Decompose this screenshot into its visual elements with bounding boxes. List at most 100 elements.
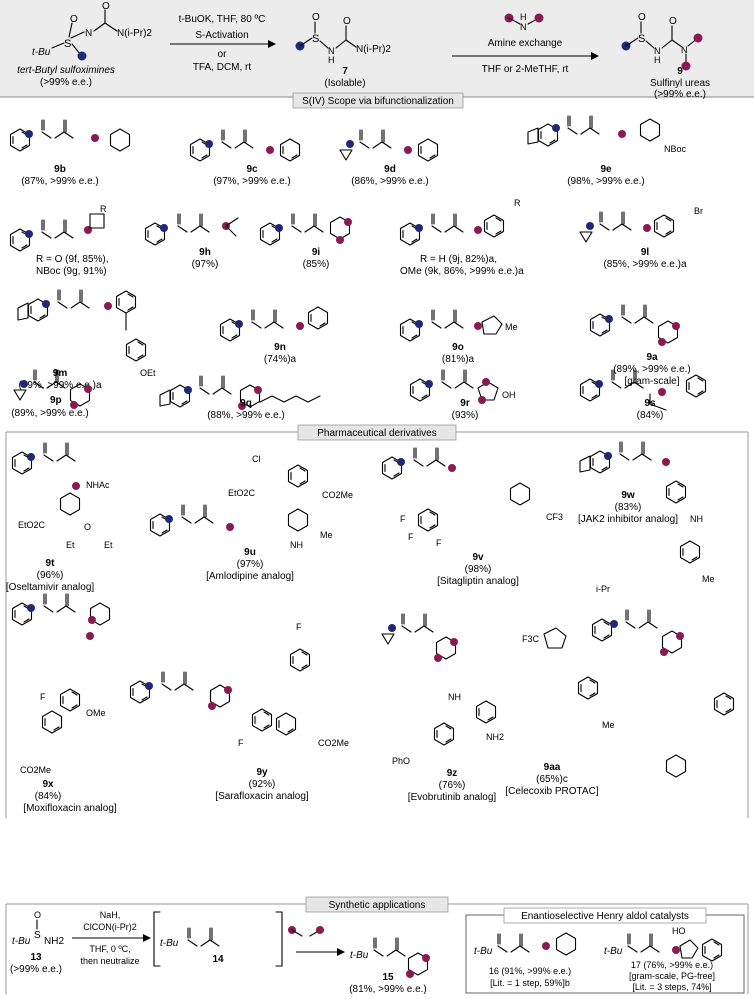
oxygen-label: O <box>34 910 41 920</box>
compound-9s-structure <box>579 369 707 411</box>
scope-banner-label: S(IV) Scope via bifunctionalization <box>302 96 454 107</box>
compound-9h-yield: (97%) <box>192 259 219 270</box>
synth-banner <box>305 896 449 913</box>
methyl-ester-label: CO2Me <box>318 738 349 748</box>
synth-cond-2: ClCON(i-Pr)2 <box>83 922 137 932</box>
compound-14-number-inline: 14 <box>222 942 232 952</box>
step2-conditions-top: Amine exchange <box>488 38 563 49</box>
compound-9t-yield: (96%) <box>37 570 64 581</box>
compound-9r-structure: OH <box>409 369 516 404</box>
amino-label: NH2 <box>486 732 504 742</box>
methyl-label: Me <box>602 720 615 730</box>
ether-oxygen-label: O <box>84 522 91 532</box>
compound-9aa-yield: (65%)c <box>536 774 568 785</box>
svg-text:9h: 9h <box>199 247 211 258</box>
pharma-banner <box>297 424 457 441</box>
fluorine-1-label: F <box>296 622 302 632</box>
oxygen-label: O <box>638 12 646 23</box>
compound-9m-yield: (79%, >99% e.e.)a <box>18 380 102 391</box>
compound-9z-note: [Evobrutinib analog] <box>408 792 497 803</box>
compound-9y-structure: F F CO2Me <box>129 622 349 748</box>
methyl-ester-label: CO2Me <box>322 490 353 500</box>
product-9: S O N H O N <box>621 12 703 71</box>
ethyl-left-label: Et <box>66 540 75 550</box>
compound-9p-yield: (89%, >99% e.e.) <box>11 408 89 419</box>
compound-9u-structure: Cl EtO2C CO2Me NH Me <box>149 454 353 550</box>
compound-9n-yield: (74%)a <box>264 354 297 365</box>
compound-9w-structure: NH i-Pr Me <box>579 441 715 594</box>
compound-9x-yield: (84%) <box>35 791 62 802</box>
step1-conditions-or: or <box>218 49 228 60</box>
svg-text:9d: 9d <box>384 164 396 175</box>
amine-reagent: N H <box>504 12 544 32</box>
compound-9aa-note: [Celecoxib PROTAC] <box>505 786 598 797</box>
compound-9v-structure: F F F CF3 <box>381 447 563 548</box>
svg-text:9m: 9m <box>53 368 68 379</box>
carbonyl-oxygen-label: O <box>343 16 351 27</box>
sulfur-label: S <box>34 930 41 941</box>
compound-9d-structure <box>339 129 439 162</box>
compound-9w-yield: (83%) <box>615 502 642 513</box>
compound-9z-yield: (76%) <box>439 780 466 791</box>
product-number: 9 <box>677 66 683 77</box>
bracket-left <box>153 911 161 967</box>
tbu-label: t-Bu <box>32 47 51 58</box>
compound-9o-yield: (81%)a <box>442 354 475 365</box>
compound-9y-yield: (92%) <box>249 779 276 790</box>
compound-9c-structure <box>189 129 301 162</box>
compound-9c-yield: (97%, >99% e.e.) <box>213 176 291 187</box>
ethyl-ester-label: EtO2C <box>228 488 256 498</box>
svg-text:9s: 9s <box>644 398 656 409</box>
svg-text:9l: 9l <box>641 247 650 258</box>
svg-text:9p: 9p <box>50 395 62 406</box>
intermediate-number: 7 <box>342 66 348 77</box>
nitrogen-label: N <box>85 28 92 39</box>
compound-9l-yield: (85%, >99% e.e.)a <box>603 259 687 270</box>
phenoxy-label: PhO <box>392 756 410 766</box>
start-caption: tert-Butyl sulfoximines <box>17 65 115 76</box>
pharma-banner-label: Pharmaceutical derivatives <box>317 428 437 439</box>
carbonyl-oxygen-label: O <box>669 16 677 27</box>
compound-14-number: 14 <box>212 954 224 965</box>
nhac-label: NHAc <box>86 480 110 490</box>
sulfur-label: S <box>312 33 319 45</box>
compound-9t-note: [Oseltamivir analog] <box>6 582 95 593</box>
product-ee: (>99% e.e.) <box>654 89 706 100</box>
compound-16-lit: [Lit. = 1 step, 59%]b <box>490 978 570 988</box>
methyl-label: Me <box>702 574 715 584</box>
svg-text:9r: 9r <box>460 398 470 409</box>
compound-9i-yield: (85%) <box>303 259 330 270</box>
hydrogen-label: H <box>328 55 335 65</box>
scope-banner <box>292 92 464 109</box>
sulfur-label: S <box>64 38 71 50</box>
compound-9b-structure <box>9 119 131 152</box>
compound-13-number: 13 <box>30 952 42 963</box>
compound-9b-yield: (87%, >99% e.e.) <box>21 176 99 187</box>
amine-reagent-2 <box>288 926 324 937</box>
compound-9e-structure: NBoc <box>527 115 687 154</box>
oxygen-label: O <box>70 14 78 25</box>
compound-13-ee: (>99% e.e.) <box>10 964 62 975</box>
henry-catalysts-box <box>465 914 745 994</box>
compound-9x-note: [Moxifloxacin analog] <box>23 803 117 814</box>
svg-text:9z: 9z <box>447 768 458 779</box>
synth-cond-1: NaH, <box>100 910 121 920</box>
compound-9y-note: [Sarafloxacin analog] <box>215 791 309 802</box>
compound-9f-structure: R <box>9 204 107 252</box>
compound-9d-yield: (86%, >99% e.e.) <box>351 176 429 187</box>
hydroxyl-label: HO <box>672 926 686 936</box>
compound-9o-structure: Me <box>399 309 518 342</box>
compound-9f-yield: R = O (9f, 85%), <box>36 254 109 265</box>
compound-9e-yield: (98%, >99% e.e.) <box>567 176 645 187</box>
step1-conditions-bottom: TFA, DCM, rt <box>193 62 252 73</box>
fluorine-3-label: F <box>436 538 442 548</box>
svg-text:9w: 9w <box>621 490 635 501</box>
bromine-label: Br <box>694 206 703 216</box>
compound-9n-structure <box>219 306 329 342</box>
compound-9q-yield: (88%, >99% e.e.) <box>207 410 285 421</box>
compound-9q-structure <box>159 375 321 410</box>
svg-text:9o: 9o <box>452 342 464 353</box>
methyl-ester-label: CO2Me <box>20 765 51 775</box>
isopropyl-label: i-Pr <box>596 584 610 594</box>
nitrogen-label: N <box>681 45 688 55</box>
